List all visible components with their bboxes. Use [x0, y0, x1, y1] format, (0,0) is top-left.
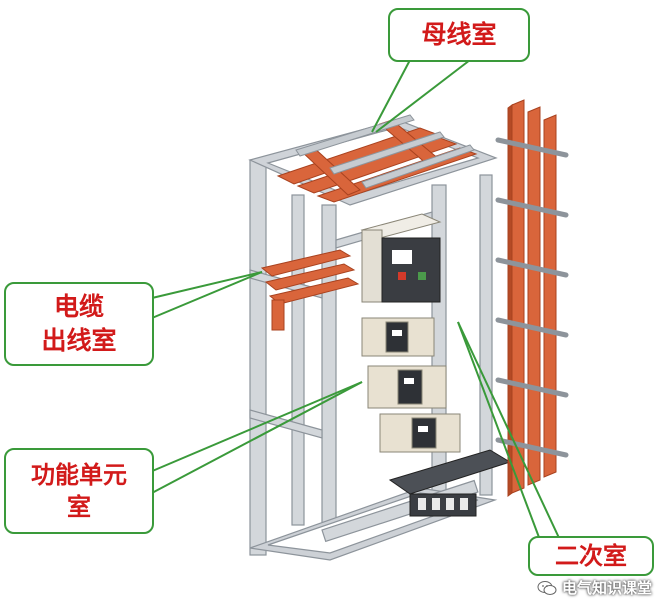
functional-unit-room-label: 功能单元 室 — [4, 448, 154, 534]
cable-outlet-busbars — [260, 249, 360, 331]
main-breaker — [360, 213, 442, 303]
busbar-supports — [495, 137, 569, 458]
terminal-block — [388, 449, 512, 517]
functional-unit-room-text-2: 室 — [67, 493, 91, 521]
secondary-room-text: 二次室 — [555, 541, 627, 570]
functional-unit-drawers — [361, 317, 461, 453]
cable-outlet-room-text-1: 电缆 — [53, 292, 104, 322]
watermark-text: 电气知识课堂 — [561, 579, 652, 597]
secondary-room-label: 二次室 — [528, 536, 654, 576]
busbar-room-text: 母线室 — [421, 20, 497, 50]
busbar-room-label: 母线室 — [388, 8, 530, 62]
watermark: 电气知识课堂 — [537, 577, 652, 598]
leader-lines — [149, 59, 561, 541]
wechat-icon — [537, 580, 557, 595]
cable-outlet-room-label: 电缆 出线室 — [4, 282, 154, 366]
functional-unit-room-text-1: 功能单元 — [31, 460, 127, 489]
cable-outlet-room-text-2: 出线室 — [41, 326, 117, 355]
vertical-busbars — [507, 99, 557, 497]
